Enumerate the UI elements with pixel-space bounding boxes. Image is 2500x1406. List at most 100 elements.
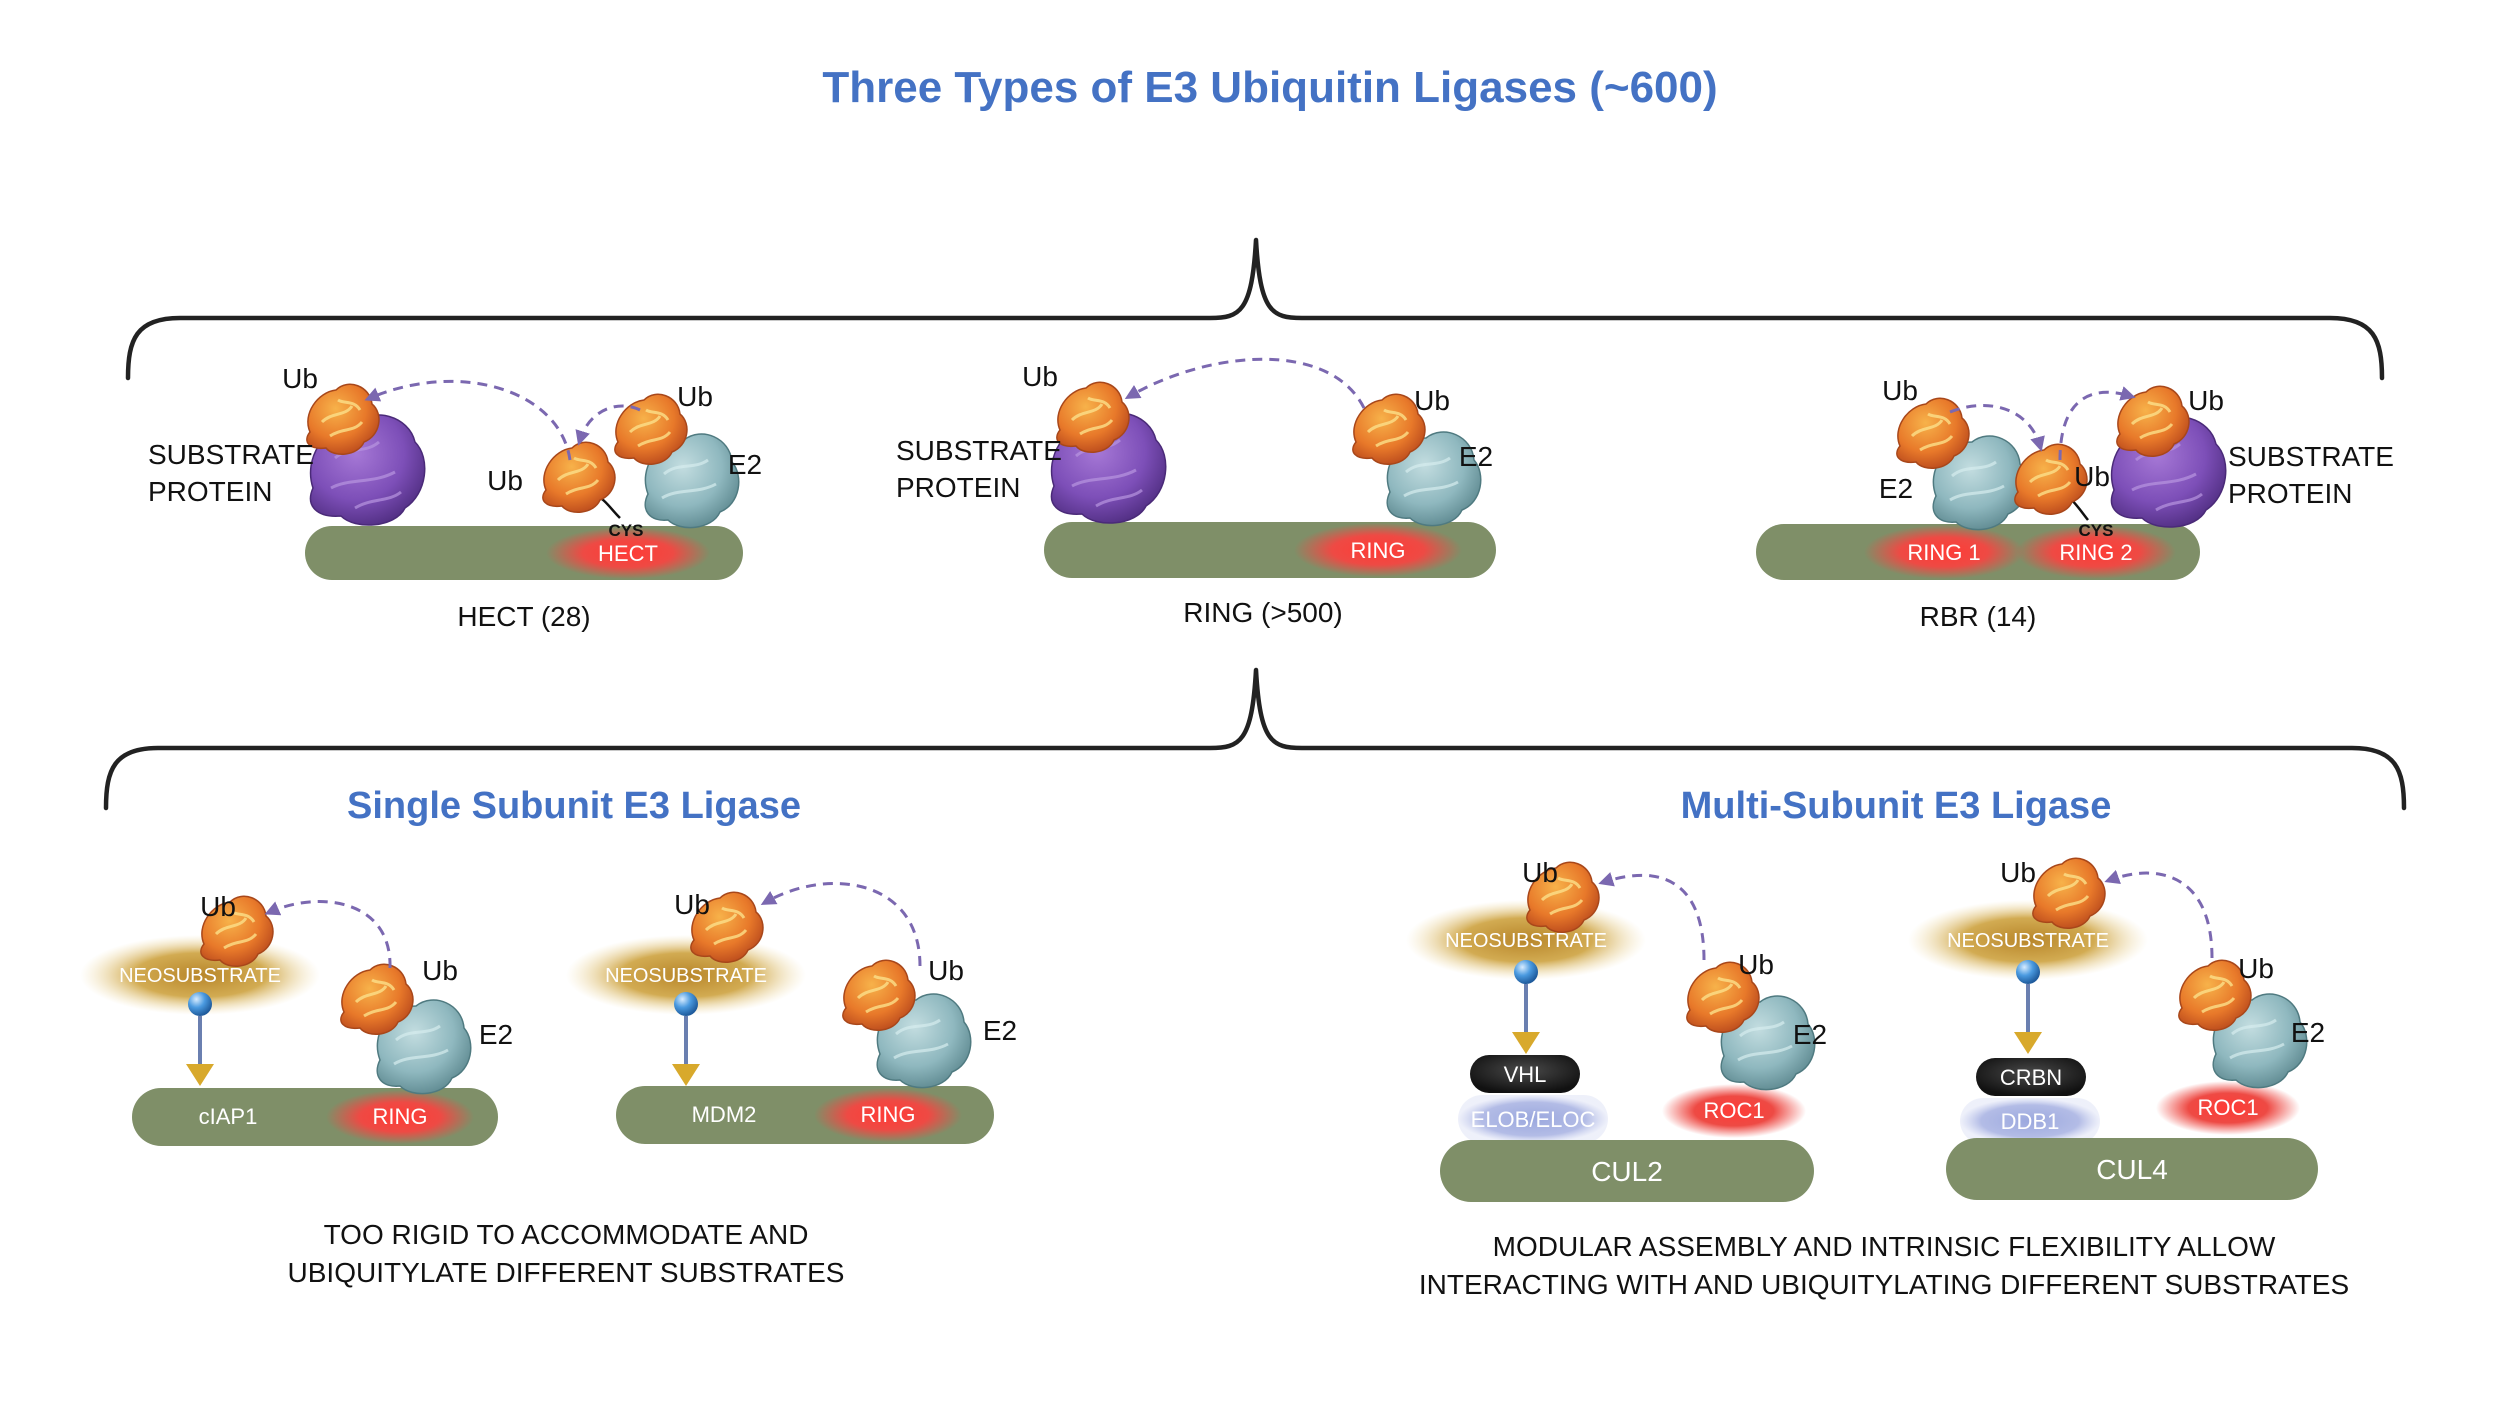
- ciap1-transfer-arrow: [264, 900, 392, 969]
- top-brace: [125, 237, 2385, 381]
- cul4-degrader-head: [2014, 1032, 2042, 1054]
- cul4-neosubstrate-label: NEOSUBSTRATE: [1947, 930, 2109, 952]
- cul2-adaptor-label: ELOB/ELOC: [1471, 1107, 1596, 1132]
- ring-domain-label: RING: [1351, 538, 1406, 563]
- hect-substrate-label-1: SUBSTRATE: [148, 439, 314, 470]
- cul2-e2-label: E2: [1793, 1019, 1827, 1050]
- cul4-transfer-arrow: [2104, 869, 2214, 959]
- cul2-receptor-label: VHL: [1504, 1062, 1547, 1087]
- hect-transfer-arrow-1: [364, 379, 572, 461]
- mdm2-ub-top-label: Ub: [674, 889, 710, 920]
- rbr-panel: RING 1 RING 2 CYS Ub Ub Ub E2 SUBSTRATE …: [1756, 375, 2394, 632]
- cul4-adaptor-label: DDB1: [2001, 1109, 2060, 1134]
- ciap1-degrader-head: [186, 1064, 214, 1086]
- single-subunit-title: Single Subunit E3 Ligase: [347, 785, 801, 827]
- ring-substrate-label-2: PROTEIN: [896, 472, 1020, 503]
- cul4-scaffold-label: CUL4: [2096, 1154, 2168, 1185]
- cul2-transfer-arrow: [1598, 872, 1706, 961]
- mdm2-degrader-head: [672, 1064, 700, 1086]
- hect-cys-label: CYS: [609, 521, 644, 540]
- ciap1-e2-label: E2: [479, 1019, 513, 1050]
- mdm2-scaffold-label: MDM2: [692, 1102, 757, 1127]
- cul2-neosubstrate: [1406, 900, 1646, 980]
- cul2-scaffold-label: CUL2: [1591, 1156, 1663, 1187]
- cul4-scaffold: [1946, 1138, 2318, 1200]
- hect-ub-top-label: Ub: [282, 363, 318, 394]
- rbr-ring1-glow: [1864, 525, 2024, 579]
- rbr-ring1-label: RING 1: [1907, 540, 1980, 565]
- mdm2-degrader-ball: [674, 992, 698, 1016]
- ring-transfer-arrow: [1124, 357, 1366, 409]
- cul2-ub-e2-label: Ub: [1738, 949, 1774, 980]
- cul2-degrader-head: [1512, 1032, 1540, 1054]
- ring-e2-label: E2: [1459, 441, 1493, 472]
- hect-ub-e2-label: Ub: [677, 381, 713, 412]
- cul4-ring-label: ROC1: [2197, 1095, 2258, 1120]
- ring-substrate-label-1: SUBSTRATE: [896, 435, 1062, 466]
- page-title: Three Types of E3 Ubiquitin Ligases (~60…: [822, 63, 1717, 112]
- single-caption-line2: UBIQUITYLATE DIFFERENT SUBSTRATES: [288, 1257, 845, 1288]
- cul2-receptor: [1470, 1055, 1580, 1093]
- cul2-degrader-ball: [1514, 960, 1538, 984]
- ciap1-ub-e2-label: Ub: [422, 955, 458, 986]
- ciap1-scaffold-label: cIAP1: [199, 1104, 258, 1129]
- multi-caption-line2: INTERACTING WITH AND UBIQUITYLATING DIFF…: [1419, 1269, 2349, 1300]
- mdm2-ring-label: RING: [861, 1102, 916, 1127]
- ciap1-neosubstrate-label: NEOSUBSTRATE: [119, 965, 281, 987]
- cul4-receptor: [1976, 1058, 2086, 1096]
- cul4-degrader-ball: [2016, 960, 2040, 984]
- cul4-e2-label: E2: [2291, 1017, 2325, 1048]
- mdm2-panel: NEOSUBSTRATE MDM2 RING Ub Ub E2: [566, 882, 1017, 1144]
- rbr-cys-label: CYS: [2079, 521, 2114, 540]
- ciap1-panel: NEOSUBSTRATE cIAP1 RING Ub Ub E2: [80, 891, 513, 1146]
- rbr-transfer-arrow-2: [2058, 386, 2136, 461]
- rbr-ub-bound-label: Ub: [2074, 461, 2110, 492]
- cul2-panel: NEOSUBSTRATE VHL ELOB/ELOC CUL2 ROC1 Ub …: [1406, 857, 1827, 1202]
- rbr-e2-label: E2: [1879, 473, 1913, 504]
- ring-ub-top-label: Ub: [1022, 361, 1058, 392]
- bottom-brace: [103, 667, 2407, 811]
- hect-caption: HECT (28): [457, 601, 590, 632]
- cul2-ub-top-label: Ub: [1522, 857, 1558, 888]
- ring-panel: RING Ub Ub SUBSTRATE PROTEIN E2 RING (>5…: [896, 357, 1496, 628]
- hect-transfer-arrow-2: [575, 404, 641, 446]
- hect-substrate-label-2: PROTEIN: [148, 476, 272, 507]
- mdm2-ub-e2-label: Ub: [928, 955, 964, 986]
- cul4-ring-glow: [2156, 1081, 2300, 1135]
- mdm2-ring-glow: [814, 1088, 962, 1142]
- single-caption-line1: TOO RIGID TO ACCOMMODATE AND: [324, 1219, 809, 1250]
- rbr-ub-e2-label: Ub: [1882, 375, 1918, 406]
- hect-panel: HECT CYS Ub Ub Ub SUBSTRATE PROTEIN E2 H…: [148, 363, 762, 632]
- ciap1-ring-glow: [326, 1090, 474, 1144]
- cul4-receptor-label: CRBN: [2000, 1065, 2062, 1090]
- cul2-adaptor: [1458, 1095, 1608, 1143]
- rbr-caption: RBR (14): [1920, 601, 2037, 632]
- rbr-substrate-label-2: PROTEIN: [2228, 478, 2352, 509]
- hect-ub-bound-label: Ub: [487, 465, 523, 496]
- cul4-ub-e2-label: Ub: [2238, 953, 2274, 984]
- rbr-ub-top-label: Ub: [2188, 385, 2224, 416]
- cul2-neosubstrate-label: NEOSUBSTRATE: [1445, 930, 1607, 952]
- multi-subunit-title: Multi-Subunit E3 Ligase: [1681, 785, 2112, 827]
- mdm2-transfer-arrow: [760, 882, 922, 967]
- multi-caption-line1: MODULAR ASSEMBLY AND INTRINSIC FLEXIBILI…: [1493, 1231, 2276, 1262]
- ciap1-neosubstrate: [80, 935, 320, 1015]
- cul4-panel: NEOSUBSTRATE CRBN DDB1 CUL4 ROC1 Ub Ub E…: [1908, 856, 2325, 1200]
- hect-e2-label: E2: [728, 449, 762, 480]
- rbr-ring2-label: RING 2: [2059, 540, 2132, 565]
- ring-domain-glow: [1294, 523, 1462, 577]
- rbr-substrate-label-1: SUBSTRATE: [2228, 441, 2394, 472]
- hect-domain-label: HECT: [598, 541, 658, 566]
- ciap1-ring-label: RING: [373, 1104, 428, 1129]
- cul4-ub-top-label: Ub: [2000, 857, 2036, 888]
- mdm2-neosubstrate: [566, 935, 806, 1015]
- ring-caption: RING (>500): [1183, 597, 1343, 628]
- mdm2-e2-label: E2: [983, 1015, 1017, 1046]
- rbr-ring2-glow: [2016, 525, 2176, 579]
- cul2-scaffold: [1440, 1140, 1814, 1202]
- cul2-ring-glow: [1662, 1084, 1806, 1138]
- rbr-transfer-arrow-1: [1949, 404, 2045, 452]
- cul2-ring-label: ROC1: [1703, 1098, 1764, 1123]
- ciap1-degrader-ball: [188, 992, 212, 1016]
